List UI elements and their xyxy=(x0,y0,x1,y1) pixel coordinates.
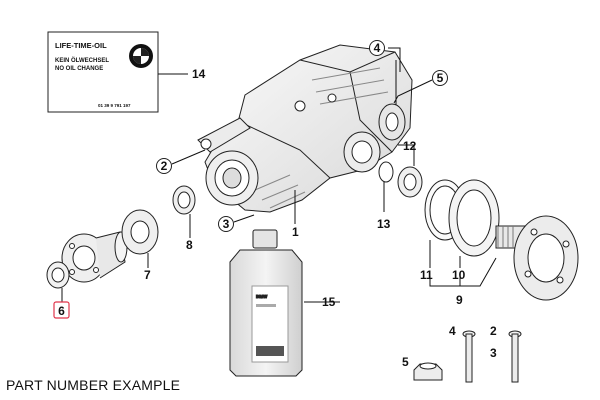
bolt-2 xyxy=(508,330,522,383)
bolt-4 xyxy=(462,330,476,383)
cover-ring-10 xyxy=(448,179,500,257)
bottle-brand: BMW xyxy=(256,294,268,299)
output-flange xyxy=(61,231,128,283)
seal-ring-12 xyxy=(397,166,423,198)
callout-3: 3 xyxy=(223,217,230,231)
callout-6: 6 xyxy=(58,304,65,318)
hardware-callout-4: 4 xyxy=(449,324,456,338)
callout-5: 5 xyxy=(437,71,444,85)
callout-1: 1 xyxy=(292,225,299,239)
callout-2-marker: 2 xyxy=(156,158,172,174)
nut-5 xyxy=(413,362,443,381)
callout-14: 14 xyxy=(192,67,206,81)
callout-4: 4 xyxy=(374,41,381,55)
hardware-callout-3: 3 xyxy=(490,346,497,360)
caption: PART NUMBER EXAMPLE xyxy=(6,377,181,393)
callout-5-marker: 5 xyxy=(432,70,448,86)
oil-label-card: LIFE-TIME-OIL KEIN ÖLWECHSEL NO OIL CHAN… xyxy=(47,31,159,113)
hardware-callout-5: 5 xyxy=(402,355,409,369)
callout-2: 2 xyxy=(161,159,168,173)
callout-15: 15 xyxy=(322,295,336,309)
callout-3-marker: 3 xyxy=(218,216,234,232)
label-line1: LIFE-TIME-OIL xyxy=(55,41,107,50)
label-line2: KEIN ÖLWECHSEL xyxy=(55,57,109,64)
cover-plate xyxy=(121,209,159,255)
callout-8: 8 xyxy=(186,238,193,252)
leader-lines xyxy=(61,47,497,303)
callout-9: 9 xyxy=(456,293,463,307)
callout-4-marker: 4 xyxy=(369,40,385,56)
output-shaft-flange xyxy=(495,215,579,301)
callout-10: 10 xyxy=(452,268,466,282)
hardware-callout-2: 2 xyxy=(490,324,497,338)
callout-13: 13 xyxy=(377,217,391,231)
callout-6-highlight[interactable]: 6 xyxy=(53,301,70,319)
differential-housing xyxy=(197,44,413,213)
bmw-logo-icon xyxy=(129,44,153,68)
label-line3: NO OIL CHANGE xyxy=(55,66,103,72)
oil-bottle: BMW xyxy=(229,229,303,377)
seal-ring-13 xyxy=(378,161,394,183)
label-code: 01 39 9 791 197 xyxy=(98,103,131,108)
callout-12: 12 xyxy=(403,139,417,153)
callout-11: 11 xyxy=(420,268,433,282)
callout-7: 7 xyxy=(144,268,151,282)
shaft-seal-ring xyxy=(46,261,70,289)
radial-seal xyxy=(172,185,196,215)
